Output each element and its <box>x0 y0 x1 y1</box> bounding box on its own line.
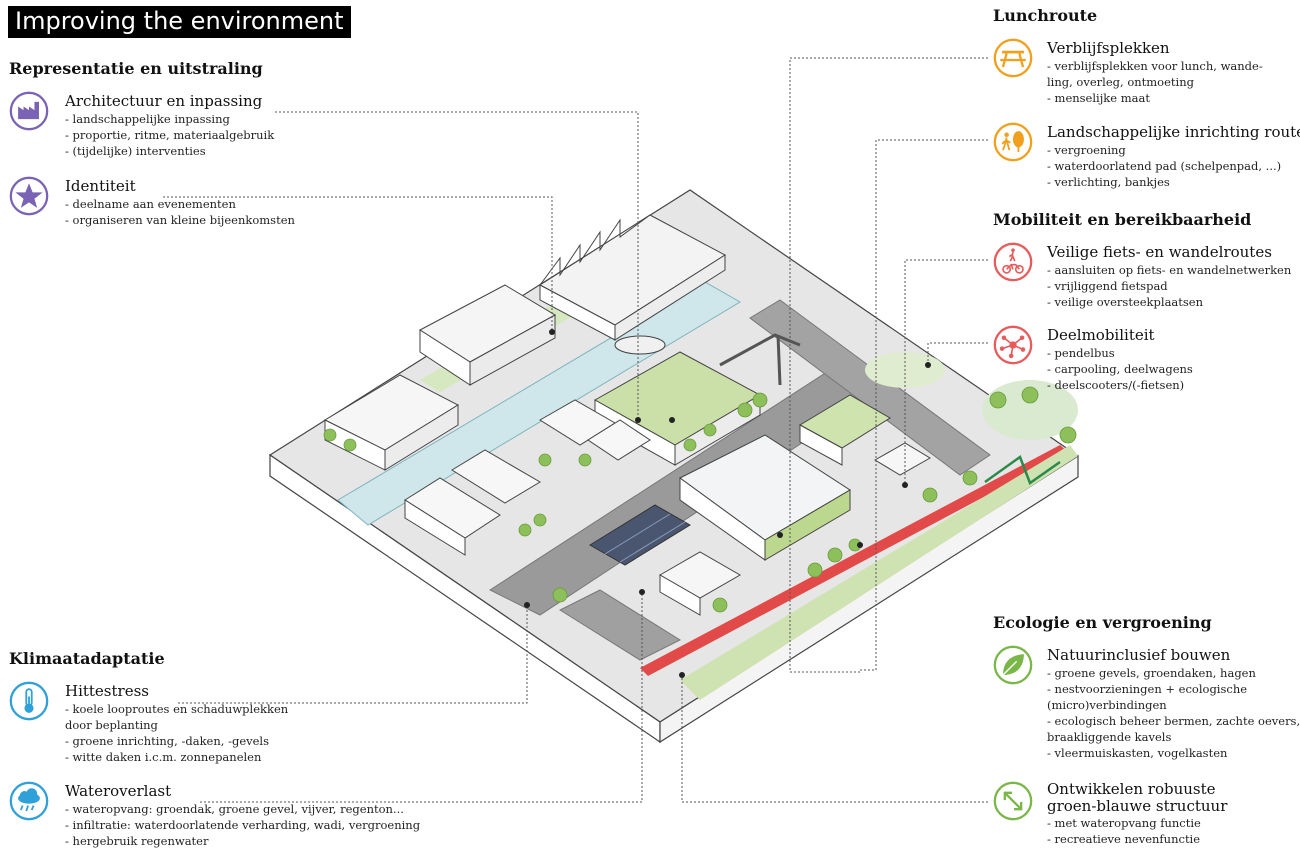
section-heading-ecologie: Ecologie en vergroening <box>993 613 1212 632</box>
item-bullet: - waterdoorlatend pad (schelpenpad, ...) <box>1047 159 1282 173</box>
item-bullet: door beplanting <box>65 718 158 732</box>
section-heading-mobiliteit: Mobiliteit en bereikbaarheid <box>993 210 1252 229</box>
item-title: Landschappelijke inrichting route <box>1047 123 1300 141</box>
item-bullet: - carpooling, deelwagens <box>1047 362 1193 376</box>
item-title: Verblijfsplekken <box>1047 39 1170 57</box>
pedestrian-bike-icon <box>993 242 1033 282</box>
green-arrow <box>984 455 1061 485</box>
crane <box>719 333 801 367</box>
item-bullet: - wateropvang: groendak, groene gevel, v… <box>65 802 404 816</box>
item-bullet: - witte daken i.c.m. zonnepanelen <box>65 750 262 764</box>
boat <box>614 335 666 355</box>
diagonal-arrows-icon <box>993 781 1033 821</box>
trees <box>323 386 1077 613</box>
item-bullet: (micro)verbindingen <box>1047 698 1167 712</box>
item-bullet: - ecologisch beheer bermen, zachte oever… <box>1047 714 1300 728</box>
item-bullet: - hergebruik regenwater <box>65 834 209 848</box>
green-strip-right <box>680 445 1078 700</box>
item-bullet: ling, overleg, ontmoeting <box>1047 75 1194 89</box>
item-bullet: - landschappelijke inpassing <box>65 112 230 126</box>
walker-tree-icon <box>993 122 1033 162</box>
item-bullet: - proportie, ritme, materiaalgebruik <box>65 128 275 142</box>
section-heading-lunchroute: Lunchroute <box>993 6 1098 25</box>
item-bullet: - deelname aan evenementen <box>65 197 236 211</box>
item-bullet: - vleermuiskasten, vogelkasten <box>1047 746 1228 760</box>
section-heading-representatie: Representatie en uitstraling <box>9 59 263 78</box>
solar-panels <box>589 504 691 566</box>
item-bullet: - deelscooters/(-fietsen) <box>1047 378 1185 392</box>
item-title: Hittestress <box>65 682 149 700</box>
item-bullet: - infiltratie: waterdoorlatende verhardi… <box>65 818 421 832</box>
item-bullet: - pendelbus <box>1047 346 1115 360</box>
network-nodes-icon <box>993 325 1033 365</box>
factory-icon <box>9 91 49 131</box>
item-bullet: - nestvoorzieningen + ecologische <box>1047 682 1248 696</box>
item-title: Deelmobiliteit <box>1047 326 1155 344</box>
picnic-table-icon <box>993 38 1033 78</box>
item-bullet: - met wateropvang functie <box>1047 816 1201 830</box>
item-title: Wateroverlast <box>65 782 172 800</box>
item-bullet: - koele looproutes en schaduwplekken <box>65 702 289 716</box>
rain-cloud-icon <box>9 781 49 821</box>
item-title: Natuurinclusief bouwen <box>1047 646 1231 664</box>
page-title: Improving the environment <box>8 6 351 38</box>
item-bullet: - groene gevels, groendaken, hagen <box>1047 666 1256 680</box>
item-bullet: braakliggende kavels <box>1047 730 1172 744</box>
item-title: Identiteit <box>65 177 136 195</box>
park-right <box>982 380 1078 440</box>
item-title: Veilige fiets- en wandelroutes <box>1047 243 1272 261</box>
side-road <box>749 299 991 476</box>
item-bullet: - recreatieve nevenfunctie <box>1047 832 1201 846</box>
item-bullet: - verlichting, bankjes <box>1047 175 1170 189</box>
thermometer-icon <box>9 681 49 721</box>
item-bullet: - vergroening <box>1047 143 1126 157</box>
item-title: Ontwikkelen robuuste groen-blauwe struct… <box>1047 780 1228 815</box>
item-bullet: - groene inrichting, -daken, -gevels <box>65 734 270 748</box>
leaf-icon <box>993 645 1033 685</box>
green-facade <box>764 489 851 561</box>
bike-path <box>640 445 1068 676</box>
item-bullet: - aansluiten op fiets- en wandelnetwerke… <box>1047 263 1292 277</box>
item-bullet: - (tijdelijke) interventies <box>65 144 206 158</box>
leader-dots <box>524 329 931 678</box>
item-bullet: - menselijke maat <box>1047 91 1150 105</box>
item-bullet: - verblijfsplekken voor lunch, wande- <box>1047 59 1263 73</box>
item-bullet: - vrijliggend fietspad <box>1047 279 1168 293</box>
lower-road <box>558 589 682 661</box>
star-icon <box>9 176 49 216</box>
item-title: Architectuur en inpassing <box>65 92 263 110</box>
item-bullet: - veilige oversteekplaatsen <box>1047 295 1204 309</box>
item-bullet: - organiseren van kleine bijeenkomsten <box>65 213 295 227</box>
leader-lines <box>163 57 988 803</box>
section-heading-klimaat: Klimaatadaptatie <box>9 649 165 668</box>
